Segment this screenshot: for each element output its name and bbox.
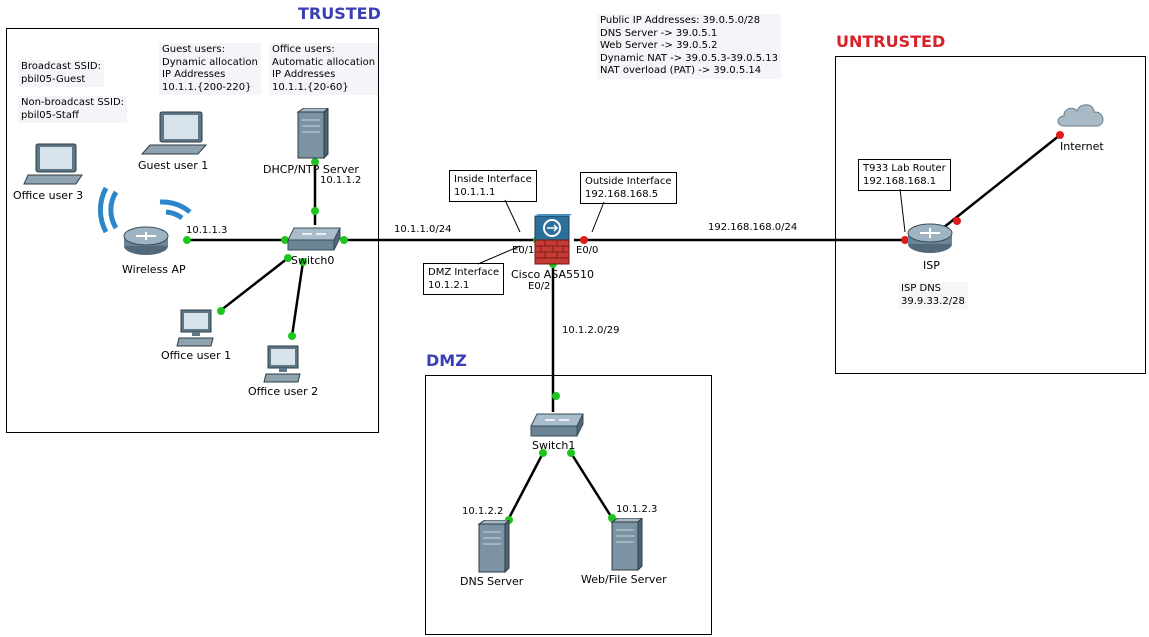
inside-interface-callout: Inside Interface 10.1.1.1 xyxy=(449,170,537,202)
dmz-network-label: 10.1.2.0/29 xyxy=(562,325,620,336)
switch-icon[interactable] xyxy=(529,412,585,440)
internet-label: Internet xyxy=(1060,140,1104,153)
server-icon[interactable] xyxy=(610,518,644,572)
desktop-pc-icon[interactable] xyxy=(262,344,304,384)
web-server-ip: 10.1.2.3 xyxy=(616,504,658,515)
dhcp-server-ip: 10.1.1.2 xyxy=(320,175,362,186)
switch1-label: Switch1 xyxy=(532,439,576,452)
outside-interface-callout: Outside Interface 192.168.168.5 xyxy=(580,172,677,204)
ssid-hidden-note: Non-broadcast SSID: pbil05-Staff xyxy=(18,96,128,123)
port-e00-label: E0/0 xyxy=(576,245,599,256)
trusted-zone-label: TRUSTED xyxy=(298,4,381,23)
cloud-icon[interactable] xyxy=(1054,98,1108,134)
link-status-dots xyxy=(183,131,1064,524)
link-switch1-web xyxy=(569,452,614,519)
wireless-ap-ip: 10.1.1.3 xyxy=(186,225,228,236)
wireless-router-icon[interactable] xyxy=(86,182,198,262)
inside-network-label: 10.1.1.0/24 xyxy=(394,224,452,235)
laptop-icon[interactable] xyxy=(22,142,86,190)
firewall-icon[interactable] xyxy=(533,214,577,266)
link-switch0-office1 xyxy=(219,257,289,312)
office-user-2-label: Office user 2 xyxy=(248,385,319,398)
dmz-zone-label: DMZ xyxy=(426,351,467,370)
lab-router-callout: T933 Lab Router 192.168.168.1 xyxy=(858,159,951,191)
link-switch1-dns xyxy=(506,452,545,521)
laptop-icon[interactable] xyxy=(138,110,210,160)
wireless-ap-label: Wireless AP xyxy=(122,263,186,276)
office-user-1-label: Office user 1 xyxy=(161,349,232,362)
switch-icon[interactable] xyxy=(286,226,342,254)
server-icon[interactable] xyxy=(296,108,330,160)
desktop-pc-icon[interactable] xyxy=(175,308,217,348)
port-e01-label: E0/1 xyxy=(512,245,535,256)
isp-dns-note: ISP DNS 39.9.33.2/28 xyxy=(898,282,968,309)
dns-server-label: DNS Server xyxy=(460,575,524,588)
router-icon[interactable] xyxy=(904,220,960,254)
isp-label: ISP xyxy=(923,259,940,272)
office-users-note: Office users: Automatic allocation IP Ad… xyxy=(269,43,379,95)
dmz-interface-callout: DMZ Interface 10.1.2.1 xyxy=(423,263,505,295)
dhcp-server-label: DHCP/NTP Server xyxy=(263,163,359,176)
ssid-broadcast-note: Broadcast SSID: pbil05-Guest xyxy=(18,60,104,87)
port-e02-label: E0/2 xyxy=(528,281,551,292)
web-server-label: Web/File Server xyxy=(581,573,667,586)
server-icon[interactable] xyxy=(477,520,511,574)
untrusted-zone-label: UNTRUSTED xyxy=(836,32,946,51)
switch0-label: Switch0 xyxy=(291,254,335,267)
office-user-3-label: Office user 3 xyxy=(13,189,84,202)
outside-network-label: 192.168.168.0/24 xyxy=(708,222,798,233)
dns-server-ip: 10.1.2.2 xyxy=(462,506,504,517)
guest-user-1-label: Guest user 1 xyxy=(138,159,209,172)
asa-label: Cisco ASA5510 xyxy=(511,268,594,281)
public-ip-note: Public IP Addresses: 39.0.5.0/28 DNS Ser… xyxy=(597,14,781,79)
untrusted-zone xyxy=(835,56,1146,374)
guest-users-note: Guest users: Dynamic allocation IP Addre… xyxy=(159,43,261,95)
link-isp-internet xyxy=(942,134,1061,229)
link-switch0-office2 xyxy=(290,261,305,337)
